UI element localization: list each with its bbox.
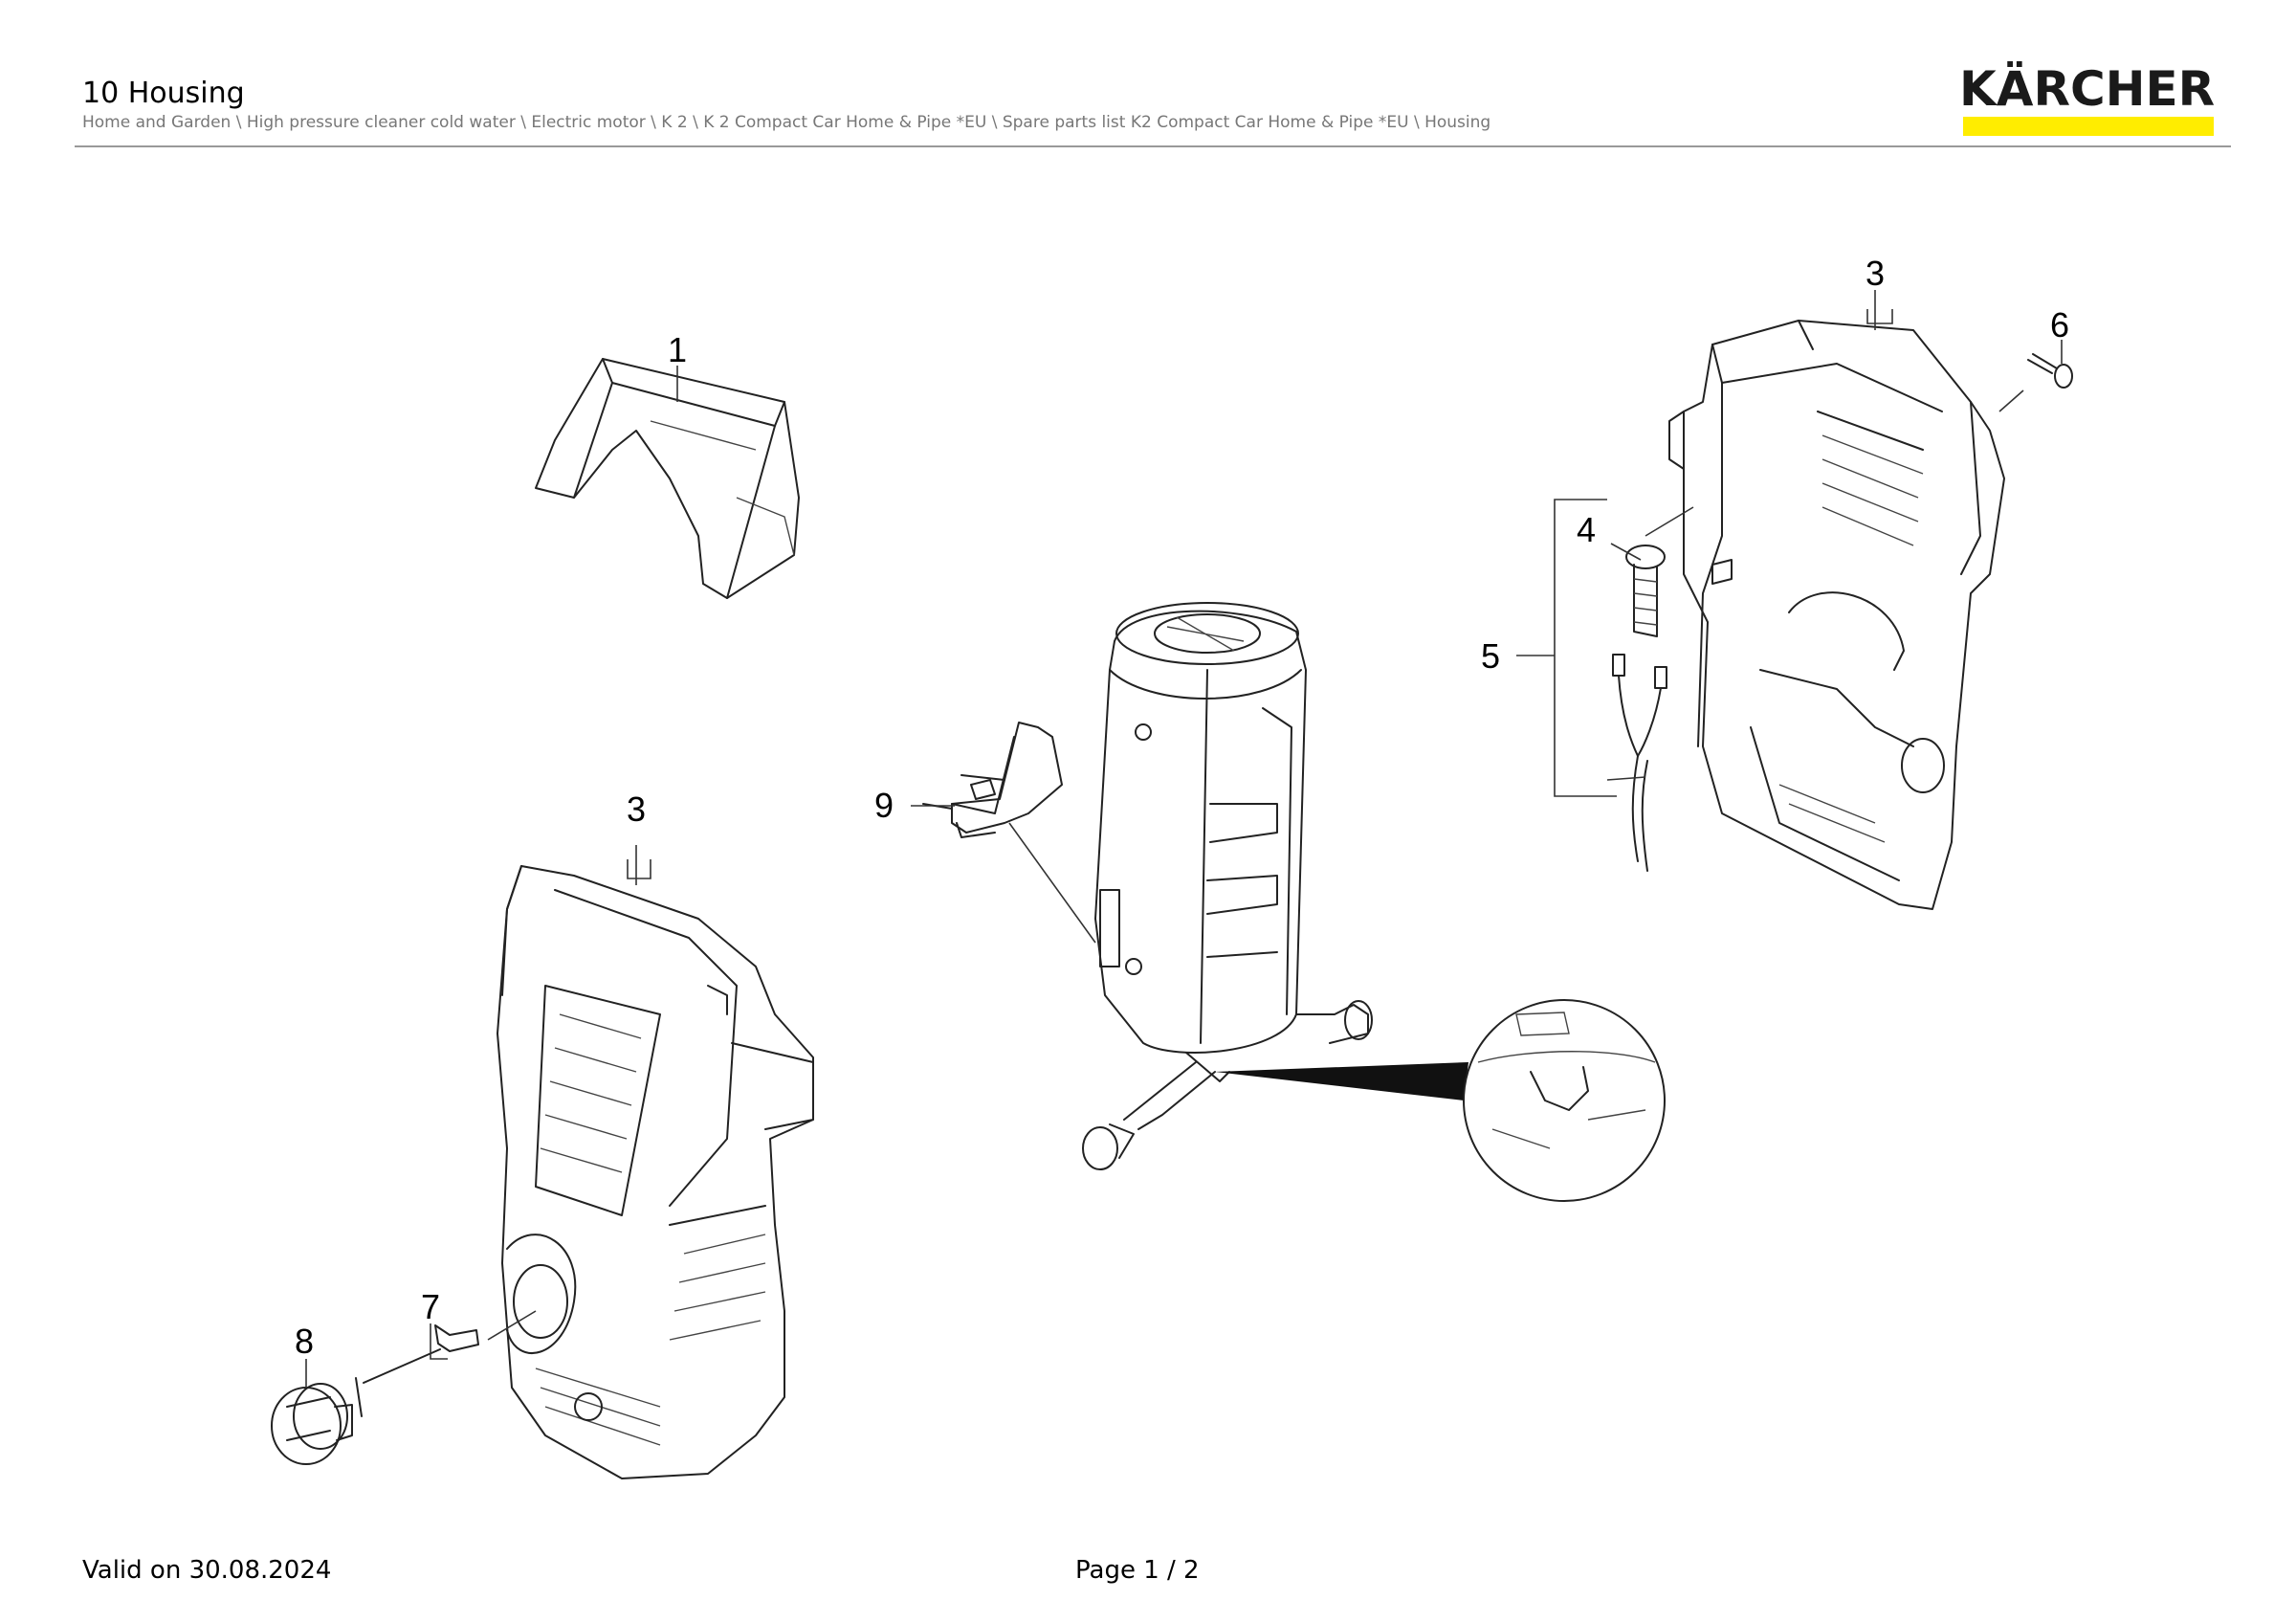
part-cable-gland[interactable] [1625,545,1666,637]
callout-3-top: 3 [1866,254,1885,293]
part-handle[interactable] [535,358,800,599]
callout-8: 8 [295,1322,314,1361]
part-rear-housing[interactable] [1668,320,2005,910]
callout-7: 7 [421,1287,440,1326]
part-screw[interactable] [2027,353,2073,389]
callout-9: 9 [874,786,894,825]
part-knob[interactable] [271,1383,353,1465]
part-cable[interactable] [1612,654,1667,872]
part-front-housing[interactable] [497,865,814,1479]
callout-3-left: 3 [627,789,646,829]
logo-yellow-bar [1963,117,2214,136]
header-divider [75,145,2231,147]
page-number: Page 1 / 2 [1075,1556,1200,1585]
page-title: 10 Housing [82,77,245,110]
part-shaft[interactable] [355,1324,479,1417]
callout-1: 1 [668,330,687,369]
leader-lines [305,290,2063,1388]
callout-5: 5 [1481,636,1500,676]
part-switch[interactable] [922,722,1063,838]
valid-date: Valid on 30.08.2024 [82,1556,332,1585]
karcher-logo: KÄRCHER [1959,61,2216,117]
callout-4: 4 [1577,510,1596,549]
detail-zoom [1215,999,1666,1202]
callout-6: 6 [2050,305,2069,345]
breadcrumb[interactable]: Home and Garden \ High pressure cleaner … [82,113,1491,132]
part-motor-assembly[interactable] [1082,602,1373,1170]
